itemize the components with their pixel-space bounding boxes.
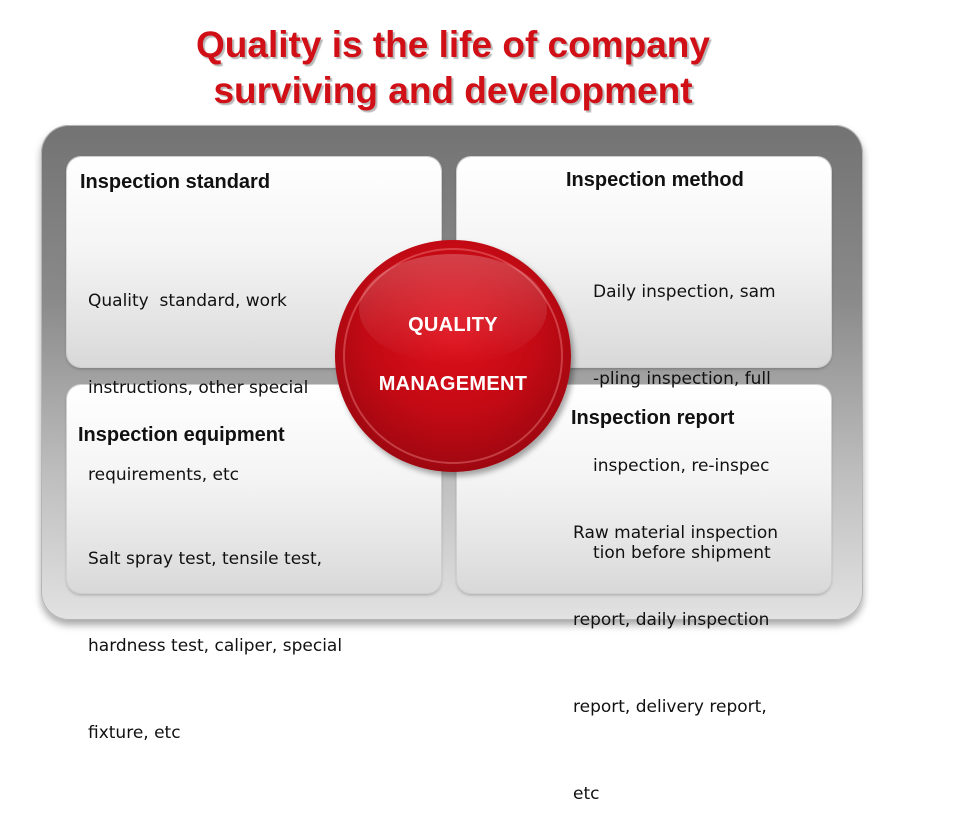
- inspection-report-text: Raw material inspection report, daily in…: [573, 461, 778, 838]
- inspection-report-heading: Inspection report: [571, 407, 735, 429]
- title-line-1: Quality is the life of company: [196, 24, 710, 65]
- page-title: Quality is the life of company surviving…: [0, 22, 906, 114]
- inspection-method-text: Daily inspection, sam -pling inspection,…: [593, 220, 776, 597]
- text-line: inspection, re-inspec: [593, 456, 770, 476]
- inspection-equipment-heading: Inspection equipment: [78, 424, 285, 446]
- text-line: Raw material inspection: [573, 523, 779, 543]
- text-line: Quality standard, work: [88, 291, 287, 311]
- text-line: etc: [573, 784, 600, 804]
- title-line-2: surviving and development: [213, 70, 693, 111]
- circle-label-management: MANAGEMENT: [378, 373, 528, 395]
- inspection-standard-heading: Inspection standard: [80, 171, 271, 193]
- text-line: -pling inspection, full: [593, 369, 771, 389]
- text-line: Salt spray test, tensile test,: [88, 549, 323, 569]
- text-line: requirements, etc: [88, 465, 240, 485]
- circle-label-quality: QUALITY: [408, 314, 498, 336]
- text-line: tion before shipment: [593, 543, 771, 563]
- circle-ring: [343, 248, 563, 464]
- inspection-equipment-text: Salt spray test, tensile test, hardness …: [88, 487, 342, 777]
- text-line: hardness test, caliper, special: [88, 636, 343, 656]
- text-line: report, daily inspection: [573, 610, 770, 630]
- text-line: report, delivery report,: [573, 697, 767, 717]
- text-line: Daily inspection, sam: [593, 282, 776, 302]
- text-line: fixture, etc: [88, 723, 181, 743]
- quality-management-circle: QUALITY MANAGEMENT: [335, 240, 575, 472]
- inspection-standard-text: Quality standard, work instructions, oth…: [88, 229, 308, 519]
- text-line: instructions, other special: [88, 378, 309, 398]
- circle-highlight: [359, 254, 547, 364]
- inspection-method-heading: Inspection method: [566, 169, 744, 191]
